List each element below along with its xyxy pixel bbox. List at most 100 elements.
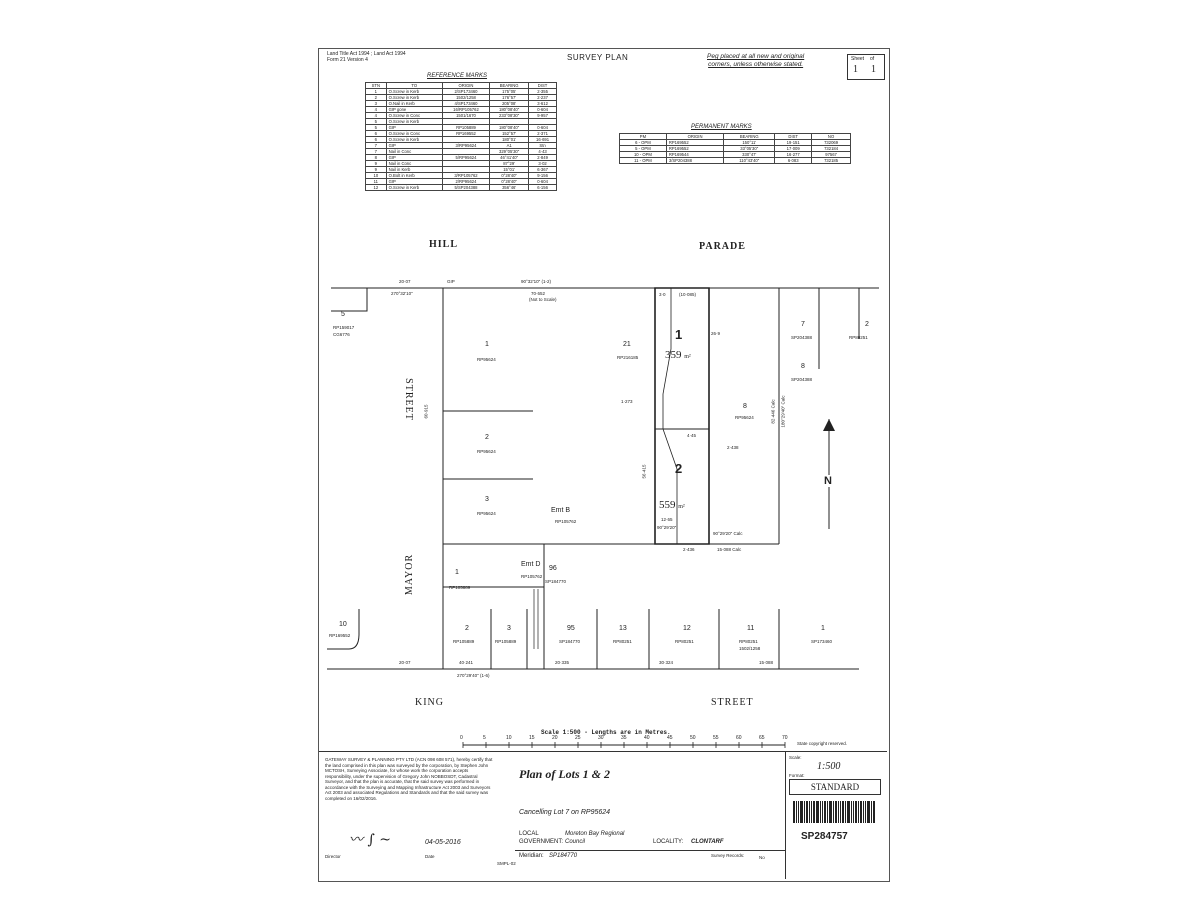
barcode-bar (796, 801, 797, 823)
lot2-number: 2 (675, 461, 683, 476)
dim-mid-length: 15·088 Calc (717, 547, 742, 552)
scale-tick-label: 65 (759, 735, 765, 741)
director-label: Director (325, 854, 341, 859)
title-block (319, 751, 887, 880)
permanent-marks-cell: 3/SP204388 (665, 157, 725, 164)
neighbour-lot-3: 3 (485, 496, 489, 503)
dim-bottom-bearing: 270°29'40" (1-6) (457, 673, 490, 678)
meridian-divider (515, 850, 785, 851)
barcode-bar (847, 801, 850, 823)
dim-bottom-len3: 30·324 (659, 660, 674, 665)
locality-label: LOCALITY: (653, 839, 684, 845)
barcode-bar (842, 801, 844, 823)
neighbour-lot-1: 1 (485, 341, 489, 348)
scale-tick-label: 10 (506, 735, 512, 741)
permanent-marks-cell: 6·083 (774, 157, 813, 164)
neighbour-lot-1-right-rp: SP173460 (811, 639, 833, 644)
easement-96-label: 96 (549, 565, 557, 572)
neighbour-lot-10-rp: RP169552 (329, 633, 351, 638)
lot2-area-unit: m² (678, 504, 685, 510)
form-text: Form 21 Version 4 (327, 57, 368, 63)
neighbour-lot-1-right: 1 (821, 625, 825, 632)
easement-d-rp: RP105762 (521, 574, 543, 579)
neighbour-lot-3-rp: RP95624 (477, 511, 496, 516)
street-king: KING (415, 697, 444, 708)
barcode-bar (827, 801, 828, 823)
dim-not-to-scale-top: (Not to Scale) (529, 297, 557, 302)
scale-tick-label: 0 (460, 735, 463, 741)
street-parade: PARADE (699, 241, 746, 252)
north-label: N (824, 475, 832, 487)
neighbour-lot-8b: 8 (801, 363, 805, 370)
neighbour-lot-2: 2 (485, 434, 489, 441)
local-gov-label-1: LOCAL (519, 831, 539, 837)
lot10-boundary (327, 609, 360, 650)
neighbour-lot-21-rp: RP216185 (617, 355, 639, 360)
dim-top-length: 70·652 (531, 291, 546, 296)
scale-tick-label: 25 (575, 735, 581, 741)
format-label: Format: (789, 773, 805, 778)
right-column-divider (785, 751, 786, 879)
neighbour-lot-5-plan: CG6776 (333, 332, 350, 337)
neighbour-lot-3-bottom-rp: RP105889 (495, 639, 517, 644)
signature-date: 04-05-2016 (425, 839, 461, 846)
permanent-marks-cell: 110°43'40" (723, 157, 776, 164)
barcode-bar (858, 801, 859, 823)
scale-caption: Scale 1:500 - Lengths are in Metres. (541, 729, 671, 736)
meridian-value: SP184770 (549, 853, 578, 859)
neighbour-lot-8b-rp: SP204388 (791, 377, 813, 382)
signature: 〰 ∫ ~ (349, 832, 391, 848)
neighbour-lot-12-rp: RP80251 (675, 639, 694, 644)
neighbour-lot-3-bottom: 3 (507, 625, 511, 632)
neighbour-lot-1-rp: RP95624 (477, 357, 496, 362)
scale-tick-label: 55 (713, 735, 719, 741)
cancelling-text: Cancelling Lot 7 on RP95624 (519, 809, 611, 816)
barcode-bar (855, 801, 857, 823)
easement-d-label: Emt D (521, 561, 541, 568)
peg-note-line1: Peg placed at all new and original (707, 53, 805, 60)
neighbour-lot-5-rp: RP159017 (333, 325, 355, 330)
lot1-driveway (662, 288, 672, 429)
neighbour-lot-95: 95 (567, 625, 575, 632)
sheet-total: 1 (871, 64, 876, 75)
street-label-bottom: STREET (711, 697, 754, 708)
plan-title: Plan of Lots 1 & 2 (519, 767, 611, 781)
north-arrow-shape (823, 419, 835, 529)
barcode-bar (804, 801, 805, 823)
barcode-bar (800, 801, 803, 823)
barcode-bar (822, 801, 823, 823)
scale-tick-label: 5 (483, 735, 486, 741)
form-code: SMPL-02 (497, 861, 516, 866)
dim-bottom-len4: 15·088 (759, 660, 774, 665)
reference-marks-caption: REFERENCE MARKS (427, 73, 488, 79)
neighbour-lot-11: 11 (747, 625, 755, 632)
neighbour-lot-12: 12 (683, 625, 691, 632)
easement-b-label: Emt B (551, 507, 571, 514)
neighbour-lot-21: 21 (623, 341, 631, 348)
reference-marks-cell: 356°46' (489, 184, 530, 191)
lot5-boundary (331, 288, 368, 312)
neighbour-lot-7: 7 (801, 321, 805, 328)
peg-note-line2: corners, unless otherwise stated. (708, 61, 804, 68)
plan-number: SP284757 (801, 831, 848, 842)
barcode-bar (835, 801, 837, 823)
barcode-bar (816, 801, 819, 823)
locality-value: CLONTARF (691, 839, 724, 845)
scale-value: 1:500 (817, 761, 841, 772)
meridian-label: Meridian: (519, 853, 544, 859)
dim-26-9: 26·9 (711, 331, 721, 336)
dim-lot1-front: 3·0 (659, 292, 666, 297)
barcode-bar (833, 801, 834, 823)
barcode-bar (865, 801, 866, 823)
sheet-label: Sheet (851, 56, 865, 62)
street-label-left: STREET (402, 378, 414, 421)
permanent-marks-cell: 732185 (811, 157, 851, 164)
neighbour-lot-8-rp: RP95624 (735, 415, 754, 420)
neighbour-lot-2-right: 2 (865, 321, 869, 328)
neighbour-lot-10: 10 (339, 621, 347, 628)
